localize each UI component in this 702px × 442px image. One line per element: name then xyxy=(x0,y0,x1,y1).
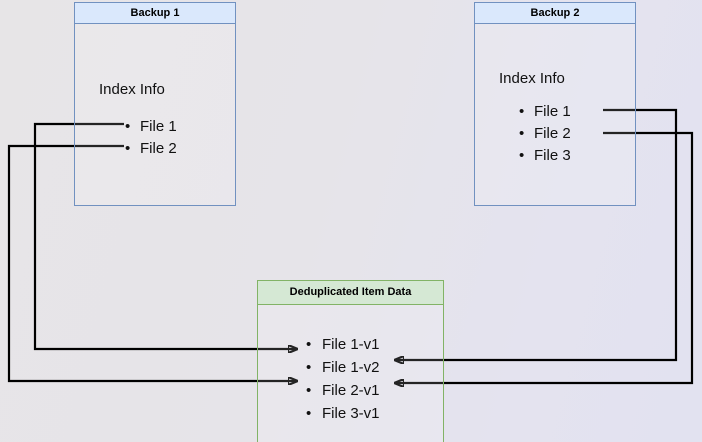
node-backup1[interactable]: Backup 1 Index Info File 1 File 2 xyxy=(74,2,236,206)
node-backup2-file-list: File 1 File 2 File 3 xyxy=(519,101,571,167)
node-deduplicated-item-data[interactable]: Deduplicated Item Data File 1-v1 File 1-… xyxy=(257,280,444,442)
list-item: File 1 xyxy=(125,116,177,138)
list-item: File 1 xyxy=(519,101,571,123)
list-item: File 1-v2 xyxy=(306,356,380,379)
node-dedup-title: Deduplicated Item Data xyxy=(258,281,443,305)
node-dedup-file-list: File 1-v1 File 1-v2 File 2-v1 File 3-v1 xyxy=(306,333,380,425)
list-item: File 2 xyxy=(125,138,177,160)
node-backup2-index-label: Index Info xyxy=(499,70,565,87)
node-backup2[interactable]: Backup 2 Index Info File 1 File 2 File 3 xyxy=(474,2,636,206)
list-item: File 2-v1 xyxy=(306,379,380,402)
node-backup2-body: Index Info File 1 File 2 File 3 xyxy=(475,24,635,205)
node-backup1-title: Backup 1 xyxy=(75,3,235,24)
list-item: File 1-v1 xyxy=(306,333,380,356)
node-backup1-index-label: Index Info xyxy=(99,81,165,98)
list-item: File 2 xyxy=(519,123,571,145)
list-item: File 3-v1 xyxy=(306,402,380,425)
node-backup2-title: Backup 2 xyxy=(475,3,635,24)
list-item: File 3 xyxy=(519,145,571,167)
node-backup1-body: Index Info File 1 File 2 xyxy=(75,24,235,205)
node-dedup-body: File 1-v1 File 1-v2 File 2-v1 File 3-v1 xyxy=(258,305,443,442)
node-backup1-file-list: File 1 File 2 xyxy=(125,116,177,160)
